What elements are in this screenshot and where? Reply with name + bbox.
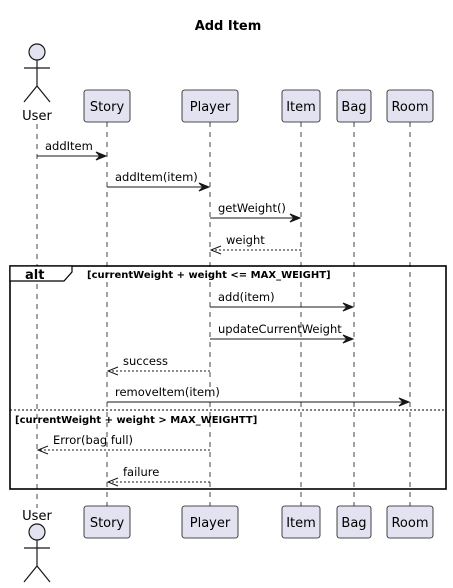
lifelines bbox=[36, 122, 411, 508]
fragment-tab bbox=[9, 265, 73, 282]
message-label: addItem(item) bbox=[115, 170, 198, 184]
message-label: Error(bag full) bbox=[53, 433, 133, 447]
participant-box bbox=[336, 89, 372, 123]
participant-label: Room bbox=[391, 516, 428, 531]
fragment-guard-1: [currentWeight + weight <= MAX_WEIGHT] bbox=[87, 270, 331, 281]
participant-item-bottom: Item bbox=[281, 505, 321, 539]
filled-arrowhead bbox=[342, 334, 355, 344]
participant-label: Bag bbox=[341, 100, 366, 115]
participant-box bbox=[281, 505, 321, 539]
filled-arrowhead bbox=[198, 182, 211, 192]
filled-arrowhead bbox=[289, 213, 302, 223]
participant-player-bottom: Player bbox=[181, 505, 239, 539]
filled-arrowhead bbox=[342, 302, 355, 312]
actor-user-top: User bbox=[22, 43, 52, 124]
participant-label: Item bbox=[286, 100, 316, 115]
message-label: addItem bbox=[45, 139, 93, 153]
participant-label: Player bbox=[190, 100, 231, 115]
participant-room-top: Room bbox=[386, 89, 434, 123]
participant-label: User bbox=[22, 509, 52, 524]
message-label: removeItem(item) bbox=[115, 385, 220, 399]
participant-story-bottom: Story bbox=[83, 505, 131, 539]
participants: UserUserStoryStoryPlayerPlayerItemItemBa… bbox=[22, 43, 434, 583]
message-label: add(item) bbox=[218, 290, 275, 304]
participant-bag-top: Bag bbox=[336, 89, 372, 123]
actor-user-bottom: User bbox=[22, 509, 52, 583]
participant-box bbox=[336, 505, 372, 539]
participant-bag-bottom: Bag bbox=[336, 505, 372, 539]
participant-story-top: Story bbox=[83, 89, 131, 123]
open-arrowhead bbox=[209, 245, 222, 255]
participant-box bbox=[83, 505, 131, 539]
open-arrowhead bbox=[106, 366, 119, 376]
participant-label: Item bbox=[286, 516, 316, 531]
message-9: Error(bag full) bbox=[36, 433, 210, 455]
participant-box bbox=[281, 89, 321, 123]
participant-label: Story bbox=[90, 516, 125, 531]
message-2: addItem(item) bbox=[107, 170, 211, 192]
participant-box bbox=[386, 505, 434, 539]
message-label: updateCurrentWeight bbox=[218, 322, 342, 336]
user-icon bbox=[28, 43, 46, 61]
alt-fragment: alt [currentWeight + weight <= MAX_WEIGHT… bbox=[9, 265, 447, 490]
filled-arrowhead bbox=[95, 151, 108, 161]
actor-legs bbox=[23, 565, 51, 583]
message-1: addItem bbox=[37, 139, 108, 161]
message-4: weight bbox=[209, 233, 301, 255]
message-label: failure bbox=[123, 465, 159, 479]
message-label: success bbox=[123, 354, 168, 368]
participant-label: Story bbox=[90, 100, 125, 115]
participant-label: User bbox=[22, 109, 52, 124]
user-icon bbox=[28, 523, 46, 541]
participant-room-bottom: Room bbox=[386, 505, 434, 539]
fragment-frame bbox=[9, 265, 447, 490]
participant-box bbox=[386, 89, 434, 123]
filled-arrowhead bbox=[398, 397, 411, 407]
participant-label: Player bbox=[190, 516, 231, 531]
participant-label: Bag bbox=[341, 516, 366, 531]
fragment-keyword: alt bbox=[25, 268, 44, 283]
participant-box bbox=[181, 89, 239, 123]
message-5: add(item) bbox=[210, 290, 355, 312]
participant-box bbox=[181, 505, 239, 539]
message-3: getWeight() bbox=[210, 201, 302, 223]
participant-item-top: Item bbox=[281, 89, 321, 123]
message-10: failure bbox=[106, 465, 210, 487]
message-7: success bbox=[106, 354, 210, 376]
participant-player-top: Player bbox=[181, 89, 239, 123]
open-arrowhead bbox=[106, 477, 119, 487]
diagram-title: Add Item bbox=[195, 19, 262, 34]
message-6: updateCurrentWeight bbox=[210, 322, 355, 344]
message-label: weight bbox=[226, 233, 265, 247]
open-arrowhead bbox=[36, 445, 49, 455]
message-8: removeItem(item) bbox=[107, 385, 411, 407]
participant-box bbox=[83, 89, 131, 123]
actor-legs bbox=[23, 85, 51, 103]
participant-label: Room bbox=[391, 100, 428, 115]
message-label: getWeight() bbox=[218, 201, 286, 215]
fragment-guard-2: [currentWeight + weight > MAX_WEIGHTT] bbox=[15, 415, 257, 426]
messages: addItem addItem(item) getWeight() weight add… bbox=[36, 139, 411, 487]
